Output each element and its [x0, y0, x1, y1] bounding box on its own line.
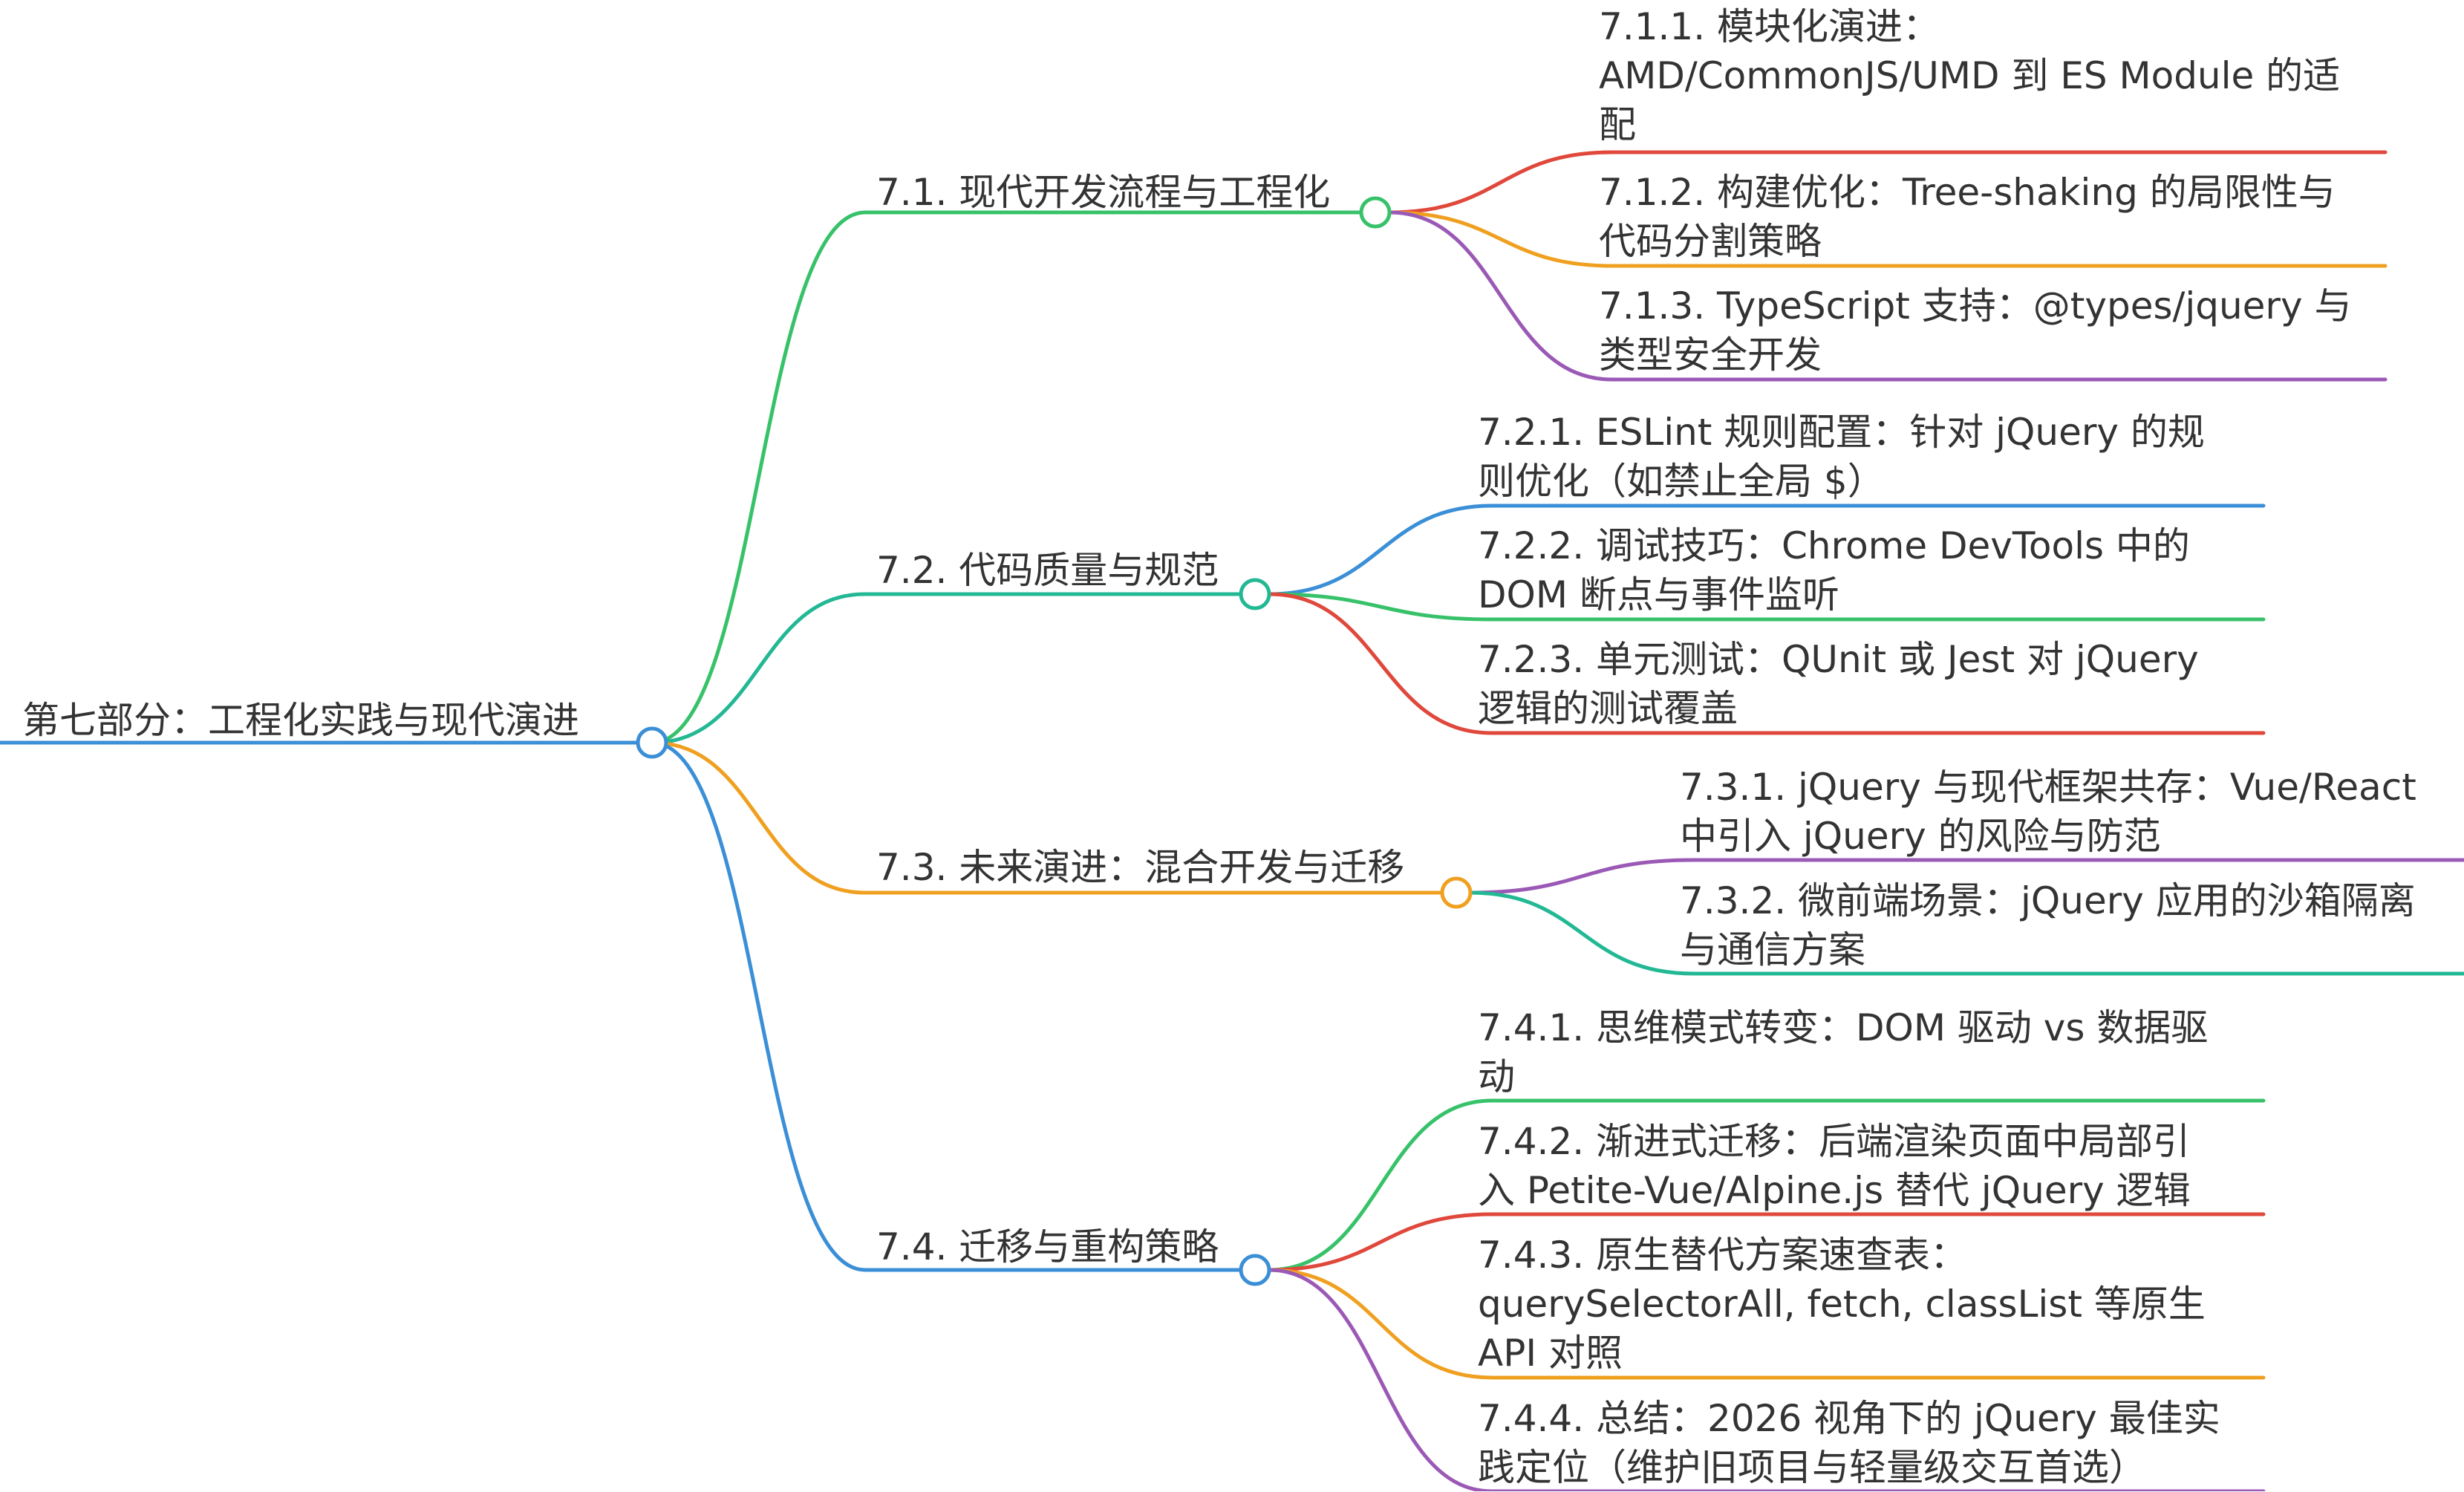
leaf-7-4-1: 7.4.1. 思维模式转变：DOM 驱动 vs 数据驱 动: [1478, 1006, 2209, 1098]
edge-root-to-branch-2: [650, 592, 867, 745]
root-topic: 第七部分：工程化实践与现代演进: [22, 699, 579, 742]
branch-2-node[interactable]: [1239, 578, 1271, 610]
edge-branch-1-leaf-1: [1387, 150, 1614, 215]
leaf-7-2-3: 7.2.3. 单元测试：QUnit 或 Jest 对 jQuery 逻辑的测试覆…: [1478, 638, 2199, 730]
edge-branch-2-leaf-2: [1267, 592, 1494, 622]
leaf-7-3-1: 7.3.1. jQuery 与现代框架共存：Vue/React 中引入 jQue…: [1680, 766, 2416, 858]
leaf-7-4-3: 7.4.3. 原生替代方案速查表： querySelectorAll, fetc…: [1478, 1234, 2206, 1375]
branch-1-node[interactable]: [1359, 196, 1392, 229]
branch-3-node[interactable]: [1440, 876, 1473, 909]
leaf-7-1-2: 7.1.2. 构建优化：Tree-shaking 的局限性与 代码分割策略: [1599, 171, 2336, 263]
edge-root-to-branch-1: [650, 210, 867, 745]
edges-layer: [0, 150, 2464, 1491]
edge-branch-2-leaf-3: [1267, 592, 1494, 735]
leaf-7-1-1: 7.1.1. 模块化演进： AMD/CommonJS/UMD 到 ES Modu…: [1599, 5, 2341, 146]
branch-7-2-topic: 7.2. 代码质量与规范: [876, 549, 1219, 592]
edge-branch-4-leaf-4: [1267, 1268, 1494, 1491]
leaf-7-1-3: 7.1.3. TypeScript 支持：@types/jquery 与 类型安…: [1599, 284, 2352, 377]
leaf-7-2-1: 7.2.1. ESLint 规则配置：针对 jQuery 的规 则优化（如禁止全…: [1478, 411, 2205, 503]
edge-branch-4-leaf-1: [1267, 1098, 1494, 1272]
edge-branch-2-leaf-1: [1267, 504, 1494, 596]
leaf-7-4-4: 7.4.4. 总结：2026 视角下的 jQuery 最佳实 践定位（维护旧项目…: [1478, 1397, 2220, 1489]
edge-root-to-branch-4: [650, 740, 867, 1272]
edge-root-to-branch-3: [650, 740, 867, 895]
leaf-7-4-2: 7.4.2. 渐进式迁移：后端渲染页面中局部引 入 Petite-Vue/Alp…: [1478, 1120, 2191, 1212]
root-node[interactable]: [636, 726, 668, 759]
leaf-7-3-2: 7.3.2. 微前端场景：jQuery 应用的沙箱隔离 与通信方案: [1680, 879, 2416, 971]
nodes-layer: [636, 196, 1473, 1286]
branch-4-node[interactable]: [1239, 1254, 1271, 1286]
edge-branch-3-leaf-2: [1468, 890, 1695, 976]
edge-branch-3-leaf-1: [1468, 858, 1695, 895]
branch-7-3-topic: 7.3. 未来演进：混合开发与迁移: [876, 846, 1405, 889]
edge-branch-1-leaf-3: [1387, 210, 1614, 382]
edge-branch-1-leaf-2: [1387, 210, 1614, 268]
edge-branch-4-leaf-3: [1267, 1268, 1494, 1380]
leaf-7-2-2: 7.2.2. 调试技巧：Chrome DevTools 中的 DOM 断点与事件…: [1478, 524, 2190, 616]
branch-7-1-topic: 7.1. 现代开发流程与工程化: [876, 171, 1331, 214]
edge-branch-4-leaf-2: [1267, 1212, 1494, 1272]
branch-7-4-topic: 7.4. 迁移与重构策略: [876, 1225, 1219, 1268]
